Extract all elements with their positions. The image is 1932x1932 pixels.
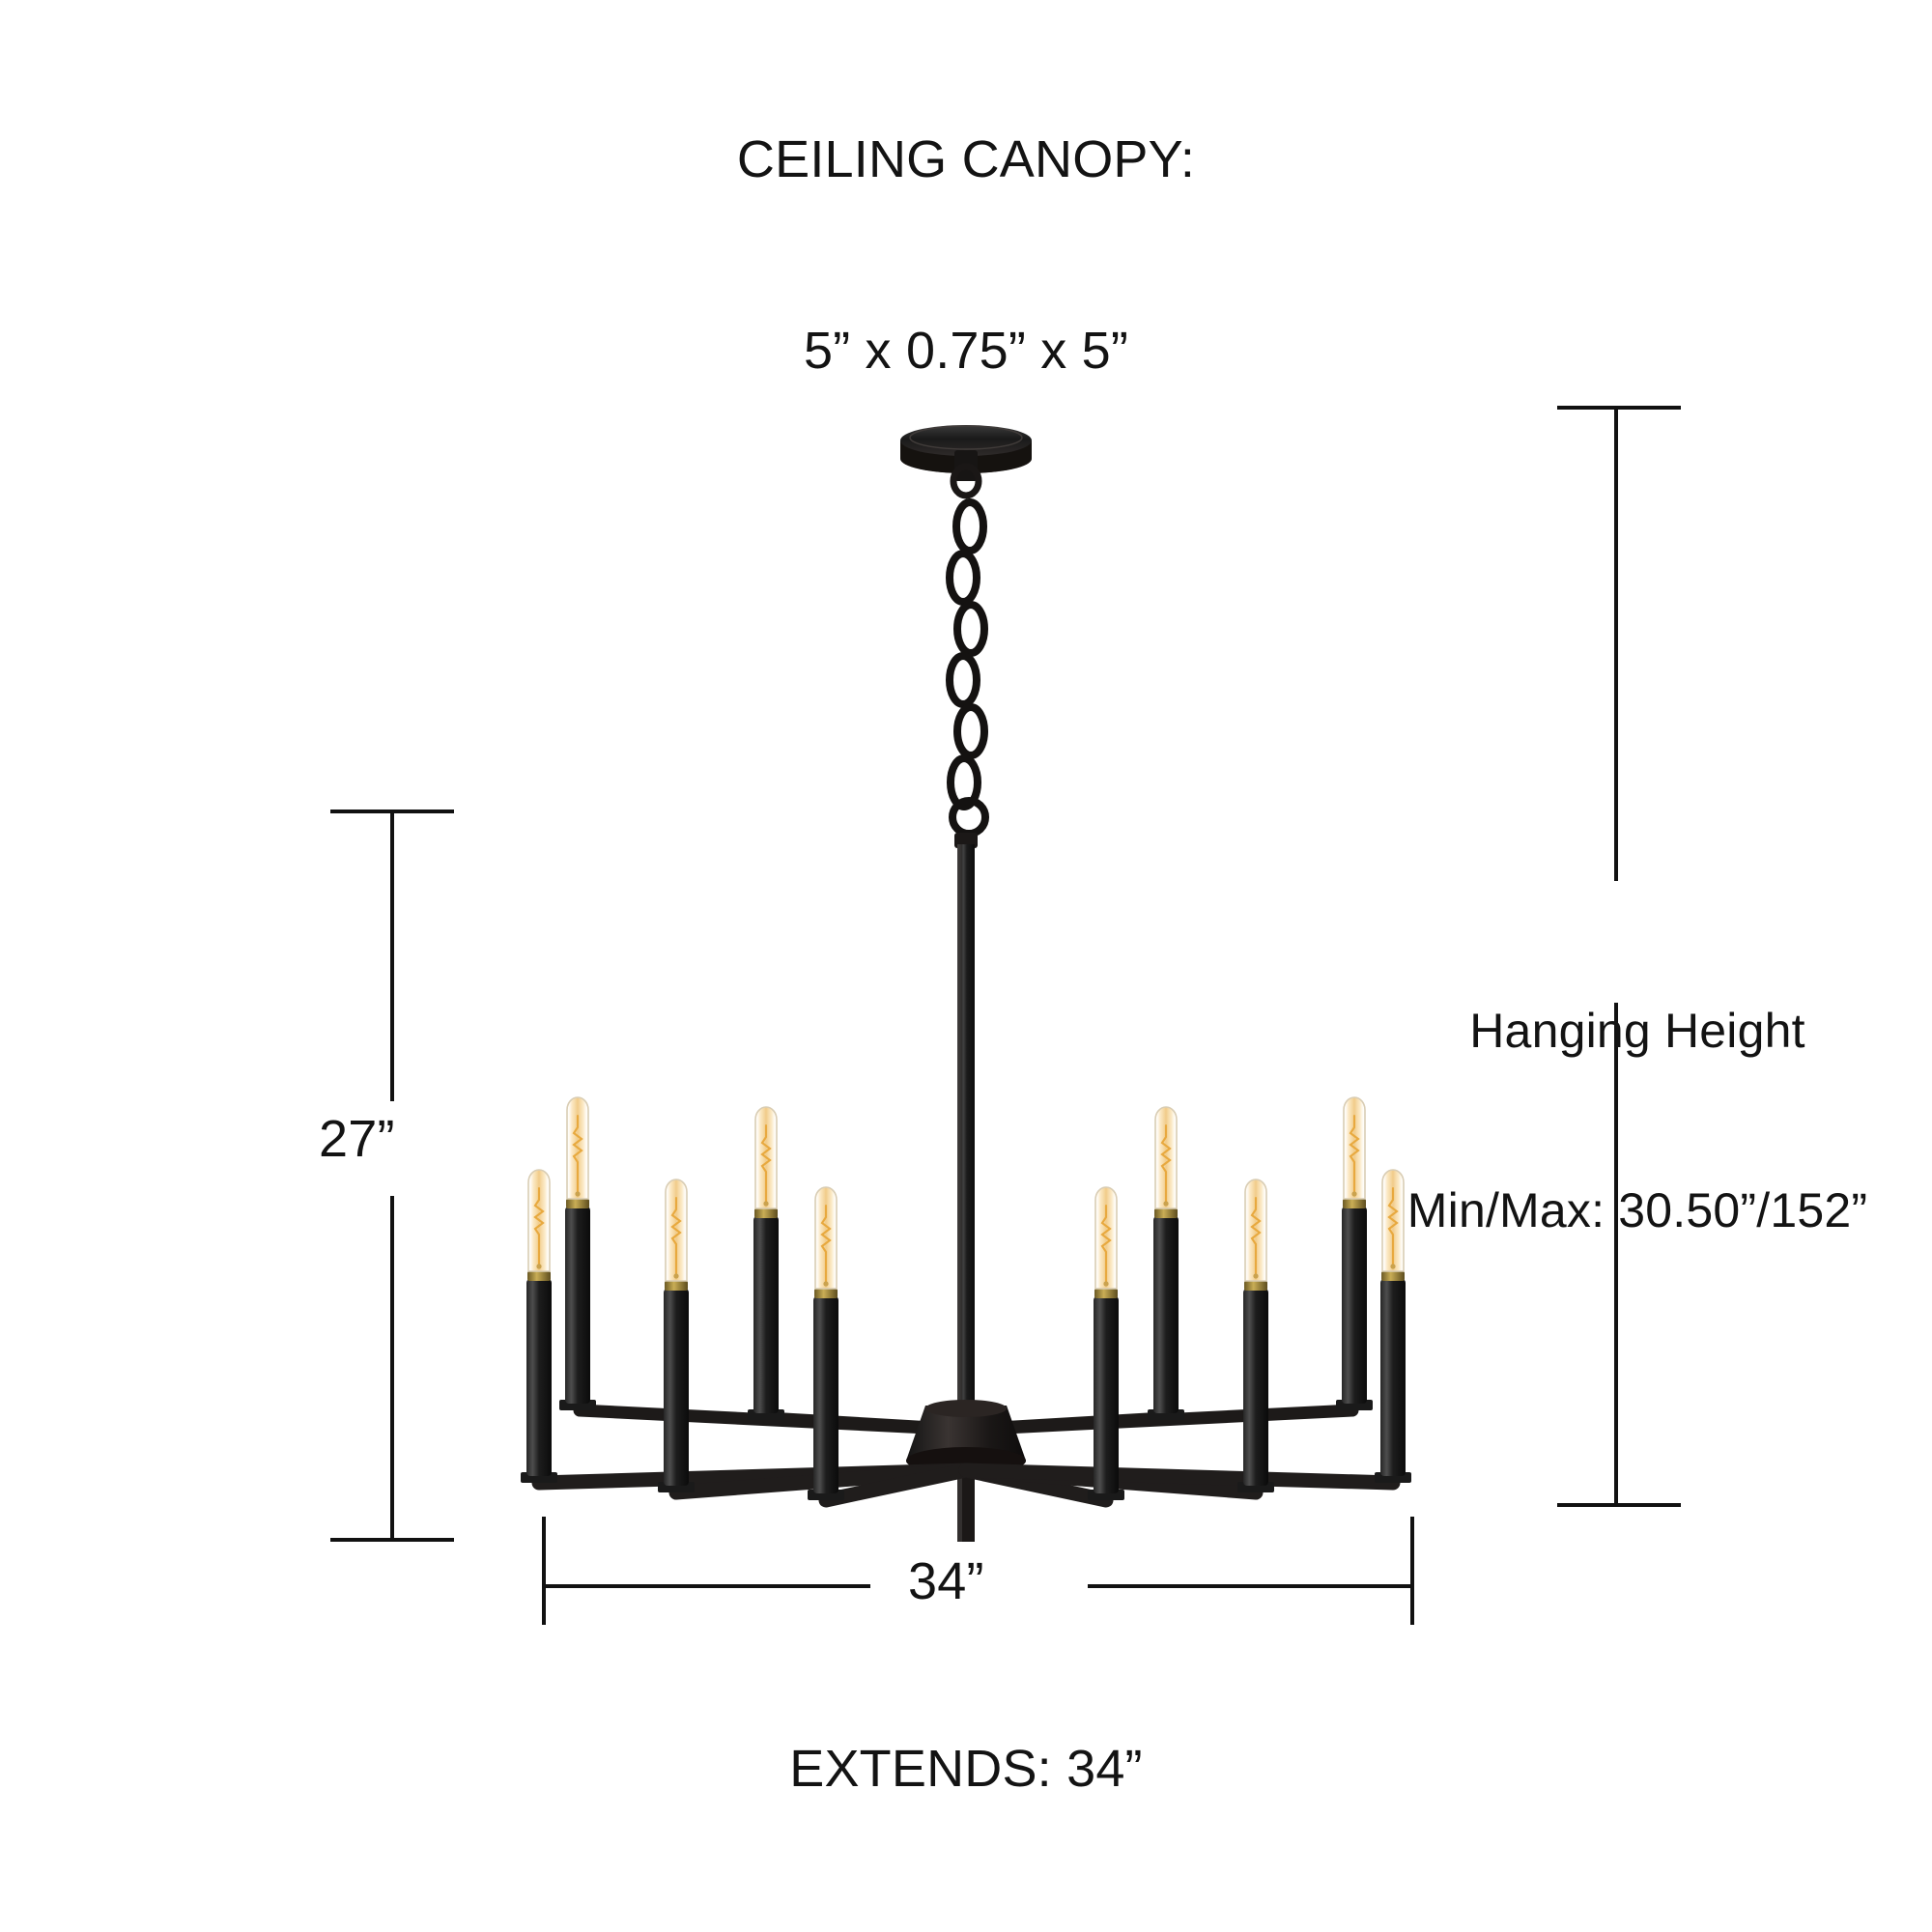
extends-label: EXTENDS: 34” <box>789 1740 1143 1798</box>
width-dimension-line-right <box>1088 1584 1414 1588</box>
height-dimension-line-lower <box>390 1196 394 1542</box>
chandelier-arms-front <box>531 1463 1401 1508</box>
chain <box>946 498 989 838</box>
ceiling-canopy-dimensions: 5” x 0.75” x 5” <box>803 322 1129 380</box>
width-dimension-label: 34” <box>908 1552 984 1610</box>
candle-arm <box>806 1185 846 1502</box>
hanging-height-top-cap <box>1557 406 1681 410</box>
ceiling-canopy-title: CEILING CANOPY: <box>736 130 1196 188</box>
candle-arm <box>1086 1185 1126 1502</box>
hanging-height-label-block: Hanging Height Min/Max: 30.50”/152” <box>1348 881 1927 1360</box>
height-dimension-label: 27” <box>319 1110 395 1168</box>
hanging-height-value: Min/Max: 30.50”/152” <box>1406 1183 1868 1237</box>
width-dimension-left-cap <box>542 1517 546 1625</box>
hanging-height-line-lower <box>1614 1003 1618 1507</box>
chandelier-arms-back <box>557 1095 1375 1436</box>
candle-arm <box>1146 1105 1186 1422</box>
candle-arm <box>1236 1178 1276 1494</box>
center-hub <box>906 1400 1026 1542</box>
candle-arm <box>656 1178 696 1494</box>
width-dimension-line-left <box>542 1584 870 1588</box>
width-dimension-right-cap <box>1410 1517 1414 1625</box>
ceiling-canopy-label-block: CEILING CANOPY: 5” x 0.75” x 5” <box>0 0 1932 510</box>
chandelier-arms-front-candles <box>519 1168 1413 1502</box>
hanging-height-title: Hanging Height <box>1469 1004 1805 1058</box>
candle-arm <box>519 1168 559 1485</box>
candle-arm <box>746 1105 786 1422</box>
downrod <box>954 833 978 1416</box>
hanging-height-bottom-cap <box>1557 1503 1681 1507</box>
height-dimension-line-upper <box>390 810 394 1101</box>
hanging-height-line-upper <box>1614 406 1618 881</box>
candle-arm <box>557 1095 598 1412</box>
